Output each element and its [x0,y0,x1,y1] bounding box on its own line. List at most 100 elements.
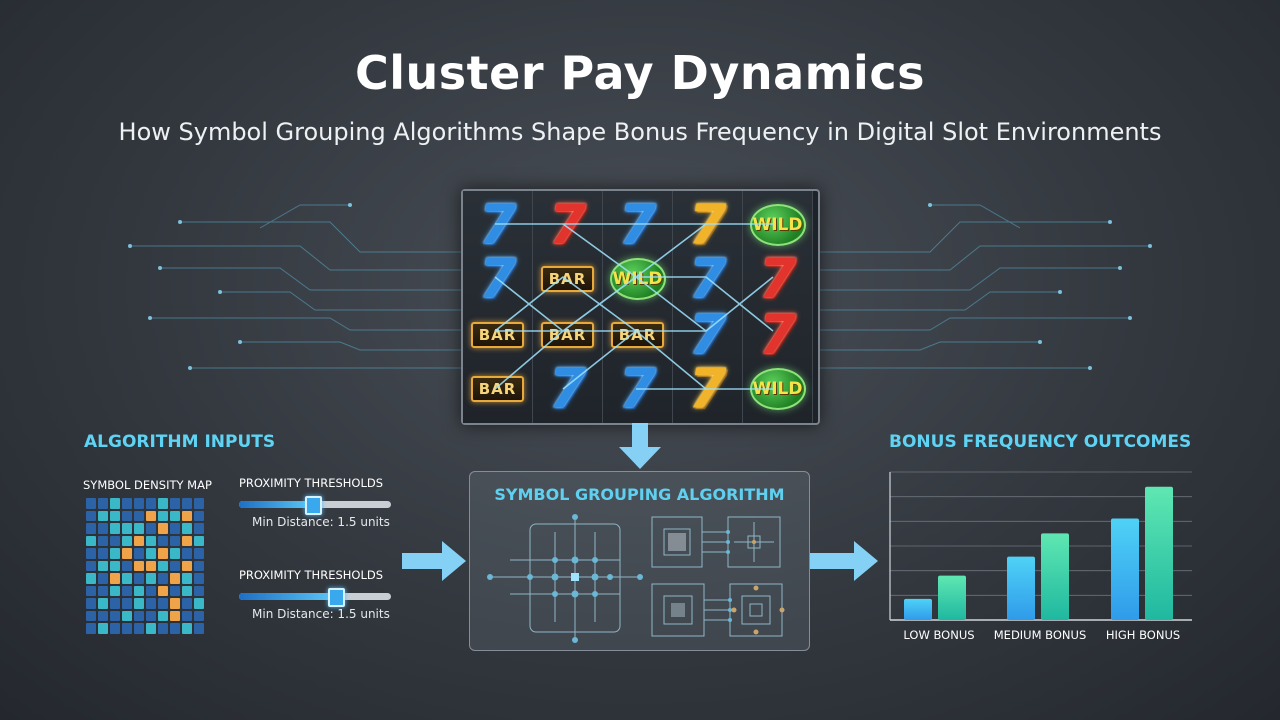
density-cell [170,523,180,534]
bar-symbol: BAR [463,361,532,417]
density-cell [134,585,144,597]
density-cell [170,498,180,509]
density-cell [122,610,132,622]
symbol-density-map-label: SYMBOL DENSITY MAP [83,478,212,492]
blue-seven-symbol: 7 [463,197,532,253]
red-seven-symbol: 7 [743,251,812,307]
blue-seven-symbol: 7 [673,251,742,307]
density-cell [134,498,144,509]
density-cell [194,598,204,609]
page-title: Cluster Pay Dynamics [355,46,925,100]
proximity-threshold-slider[interactable]: PROXIMITY THRESHOLDS Min Distance: 1.5 u… [239,568,394,621]
wild-icon: WILD [749,204,806,246]
density-cell [146,548,156,559]
density-cell [194,535,204,547]
density-cell [146,598,156,609]
right-arrow-icon [810,541,878,581]
bonus-frequency-chart [889,471,1192,621]
density-cell [110,535,120,547]
density-cell [110,523,120,534]
density-cell [122,573,132,584]
seven-icon: 7 [688,357,727,420]
slider-track[interactable] [239,496,391,515]
density-cell [134,548,144,559]
symbol-density-map [86,498,204,634]
density-cell [158,498,168,509]
down-arrow-icon [619,423,661,469]
bar-low-bonus-series-1 [904,598,932,620]
blue-seven-symbol: 7 [463,251,532,307]
density-cell [86,548,96,559]
density-cell [158,598,168,609]
red-seven-symbol: 7 [743,307,812,363]
density-cell [158,535,168,547]
density-cell [146,623,156,634]
density-cell [110,560,120,572]
density-cell [170,548,180,559]
density-cell [86,585,96,597]
density-cell [98,585,108,597]
slider-track[interactable] [239,588,391,607]
density-cell [158,548,168,559]
density-cell [194,510,204,522]
slider-value-text: Min Distance: 1.5 units [252,515,390,529]
wild-icon: WILD [609,258,666,300]
slider-thumb[interactable] [327,588,345,607]
density-cell [194,623,204,634]
density-cell [122,498,132,509]
bar-medium-bonus-series-2 [1041,533,1069,620]
density-cell [122,598,132,609]
density-cell [134,510,144,522]
density-cell [86,623,96,634]
slider-thumb[interactable] [304,496,322,515]
algorithm-title: SYMBOL GROUPING ALGORITHM [494,485,785,504]
blue-seven-symbol: 7 [673,307,742,363]
density-cell [122,510,132,522]
density-cell [98,573,108,584]
density-cell [158,610,168,622]
density-cell [86,560,96,572]
density-cell [98,548,108,559]
density-cell [182,523,192,534]
density-cell [98,535,108,547]
density-cell [98,598,108,609]
wild-icon: WILD [749,368,806,410]
density-cell [86,598,96,609]
seven-icon: 7 [688,247,727,310]
density-cell [170,510,180,522]
seven-icon: 7 [758,303,797,366]
density-cell [194,585,204,597]
wild-symbol: WILD [743,197,812,253]
density-cell [134,535,144,547]
proximity-threshold-slider[interactable]: PROXIMITY THRESHOLDS Min Distance: 1.5 u… [239,476,394,529]
density-cell [134,573,144,584]
density-cell [182,498,192,509]
density-cell [170,623,180,634]
density-cell [146,510,156,522]
density-cell [134,610,144,622]
density-cell [170,560,180,572]
category-label-high: HIGH BONUS [1105,628,1181,642]
seven-icon: 7 [758,247,797,310]
seven-icon: 7 [478,193,517,256]
density-cell [194,548,204,559]
density-cell [110,585,120,597]
density-cell [182,585,192,597]
density-cell [170,598,180,609]
density-cell [86,510,96,522]
density-cell [170,585,180,597]
slider-fill [239,593,335,600]
category-label-medium: MEDIUM BONUS [993,628,1087,642]
density-cell [98,610,108,622]
density-cell [146,560,156,572]
bar-icon: BAR [540,322,595,348]
density-cell [122,548,132,559]
density-cell [110,498,120,509]
seven-icon: 7 [618,193,657,256]
density-cell [110,510,120,522]
bar-icon: BAR [540,266,595,292]
density-cell [98,623,108,634]
